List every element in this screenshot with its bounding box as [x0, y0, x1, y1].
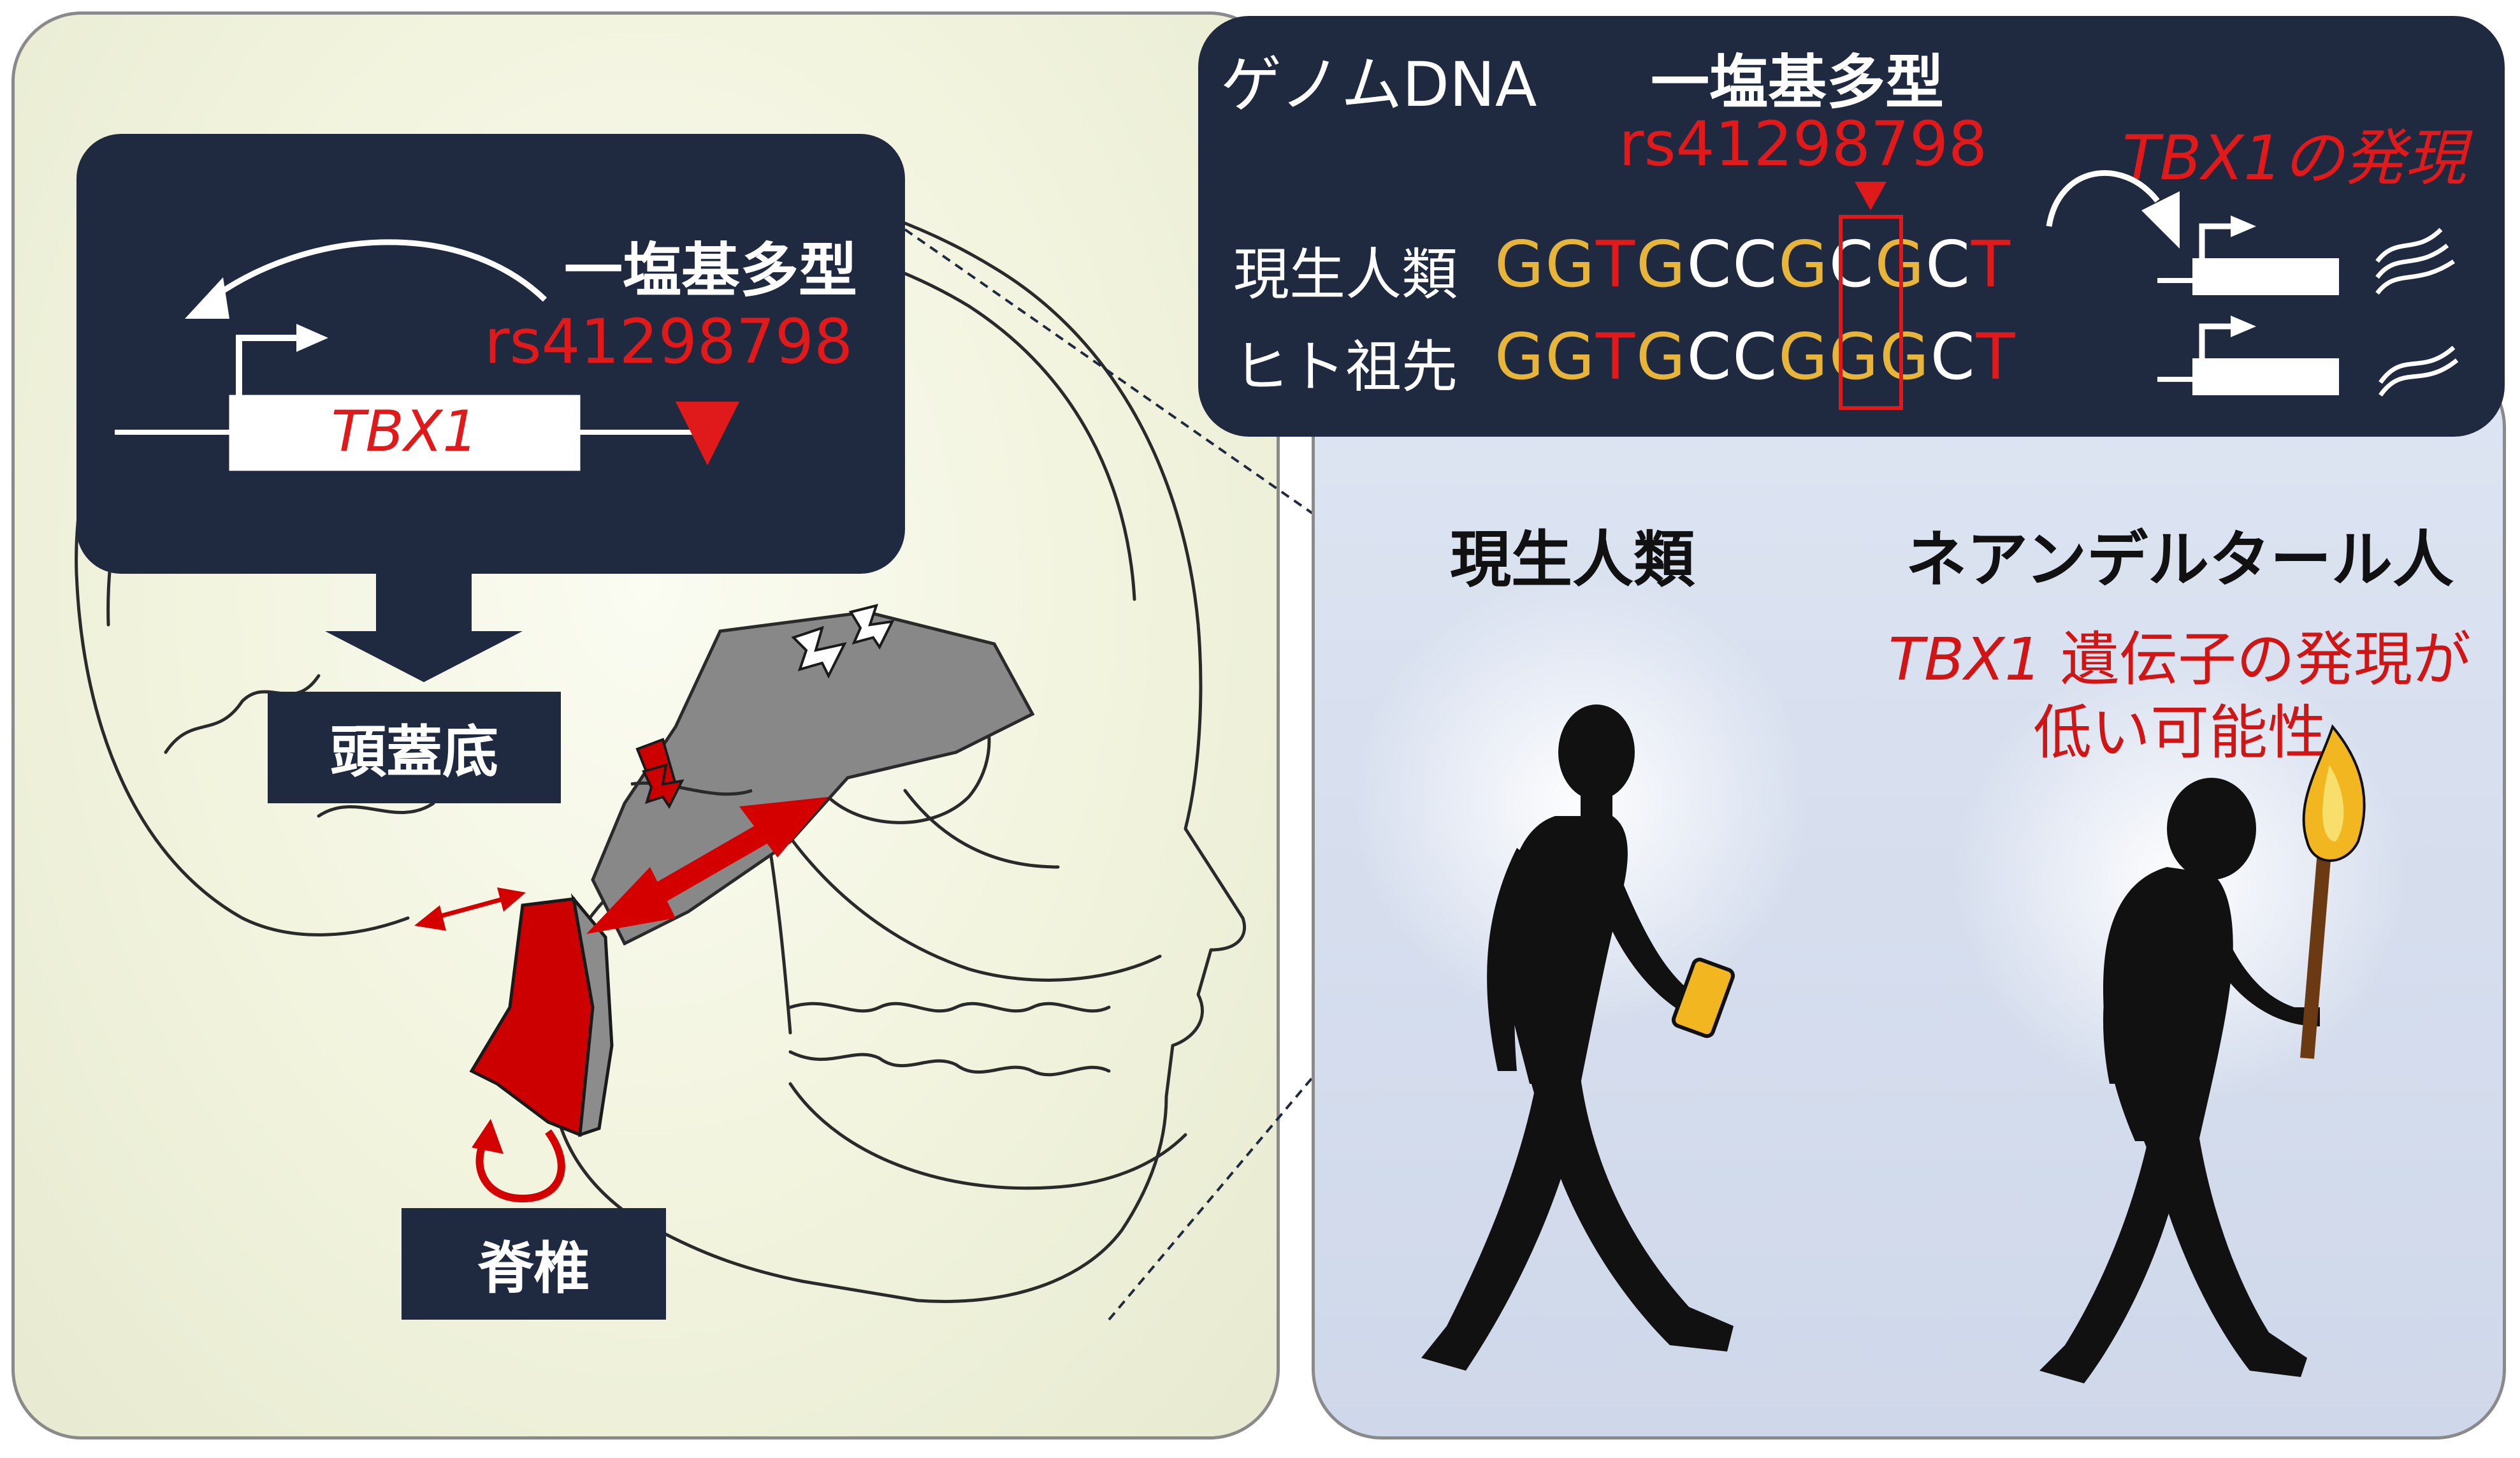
genome-dna-label: ゲノムDNA: [1220, 49, 1537, 120]
gene-structure-diagram: [115, 239, 739, 471]
maxilla: [782, 827, 1162, 982]
mrna-icon: [2375, 228, 2455, 295]
modern-human-silhouette: [1421, 704, 1734, 1371]
torch-icon: [2300, 724, 2366, 1059]
gene-box-snp-id: rs41298798: [484, 306, 853, 377]
snp-marker-triangle: [676, 402, 739, 465]
tbx1-expression-label: TBX1の発現: [2122, 122, 2466, 194]
expression-note-text: 遺伝子の発現が: [2041, 625, 2472, 694]
expression-note-line1: TBX1 遺伝子の発現が: [1867, 612, 2492, 697]
neanderthal-label: ネアンデルタール人: [1906, 524, 2454, 595]
row-label-modern: 現生人類: [1233, 242, 1458, 307]
lightning-icon: [791, 625, 847, 679]
mandible: [788, 1082, 1187, 1190]
sequence-ancestor: GGTGCCGGGCT: [1495, 319, 2017, 394]
gene-structure-box: [76, 134, 905, 574]
lightning-icon: [642, 763, 684, 809]
red-double-arrow-large: [586, 797, 829, 934]
red-curved-arrow: [475, 1129, 565, 1203]
mrna-icon: [2379, 346, 2459, 397]
red-double-arrow-small: [414, 887, 526, 931]
expression-note-gene: TBX1: [1888, 625, 2042, 694]
lower-teeth: [788, 1050, 1111, 1077]
snp-pointer-triangle: [1855, 182, 1886, 210]
spine-label: 脊椎: [402, 1208, 666, 1320]
modern-human-label: 現生人類: [1450, 524, 1695, 595]
lightning-icon: [848, 604, 895, 650]
neanderthal-silhouette: [2039, 778, 2320, 1383]
expression-note-line2: 低い可能性: [2032, 699, 2326, 767]
row-label-ancestor: ヒト祖先: [1233, 334, 1458, 400]
grey-vertebra: [570, 893, 614, 1137]
snp-highlight-box: [1839, 215, 1903, 410]
cheek: [903, 789, 1060, 869]
occipital-curve: [75, 572, 410, 937]
top-snp-title: 一塩基多型: [1651, 48, 1944, 117]
down-arrow: [325, 574, 523, 682]
cranial-base-label: 頭蓋底: [268, 692, 561, 803]
top-snp-id: rs41298798: [1619, 108, 1988, 180]
upper-teeth: [788, 1002, 1111, 1013]
smartphone-icon: [1671, 958, 1735, 1039]
gene-box-snp-title: 一塩基多型: [564, 237, 858, 305]
gene-box-gene-name: TBX1: [331, 398, 479, 464]
